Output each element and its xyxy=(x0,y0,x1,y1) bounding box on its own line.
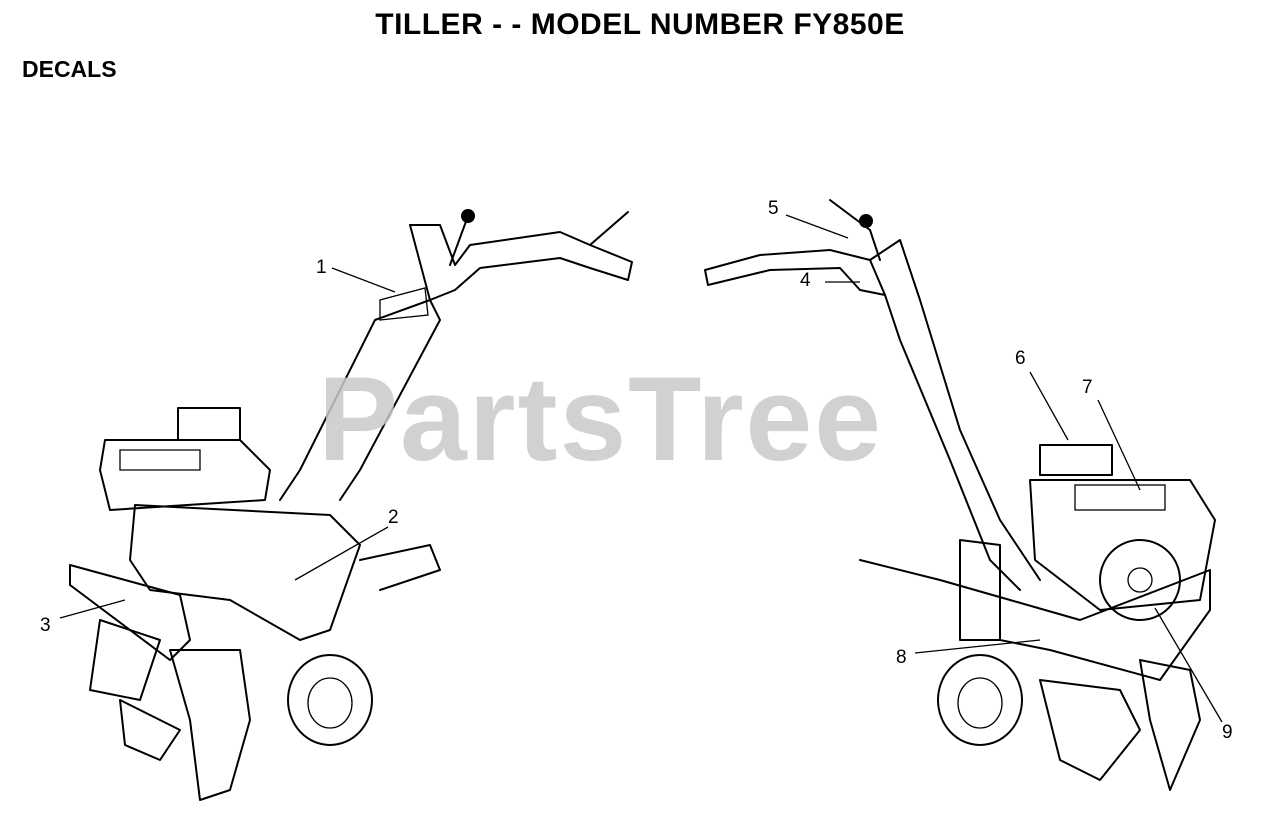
watermark: PartsTree xyxy=(318,352,884,486)
callout-3: 3 xyxy=(40,615,51,636)
callout-7: 7 xyxy=(1082,377,1093,398)
left-tiller-drawing xyxy=(69,209,633,801)
callout-leaders xyxy=(59,214,1223,723)
right-tiller-drawing xyxy=(704,199,1216,791)
page-title: TILLER - - MODEL NUMBER FY850E xyxy=(375,8,905,41)
callout-8: 8 xyxy=(896,647,907,668)
callout-6: 6 xyxy=(1015,348,1026,369)
section-heading: DECALS xyxy=(22,56,117,82)
callout-2: 2 xyxy=(388,507,399,528)
callout-1: 1 xyxy=(316,257,327,278)
callout-9: 9 xyxy=(1222,722,1233,743)
callout-5: 5 xyxy=(768,198,779,219)
callout-4: 4 xyxy=(800,270,811,291)
